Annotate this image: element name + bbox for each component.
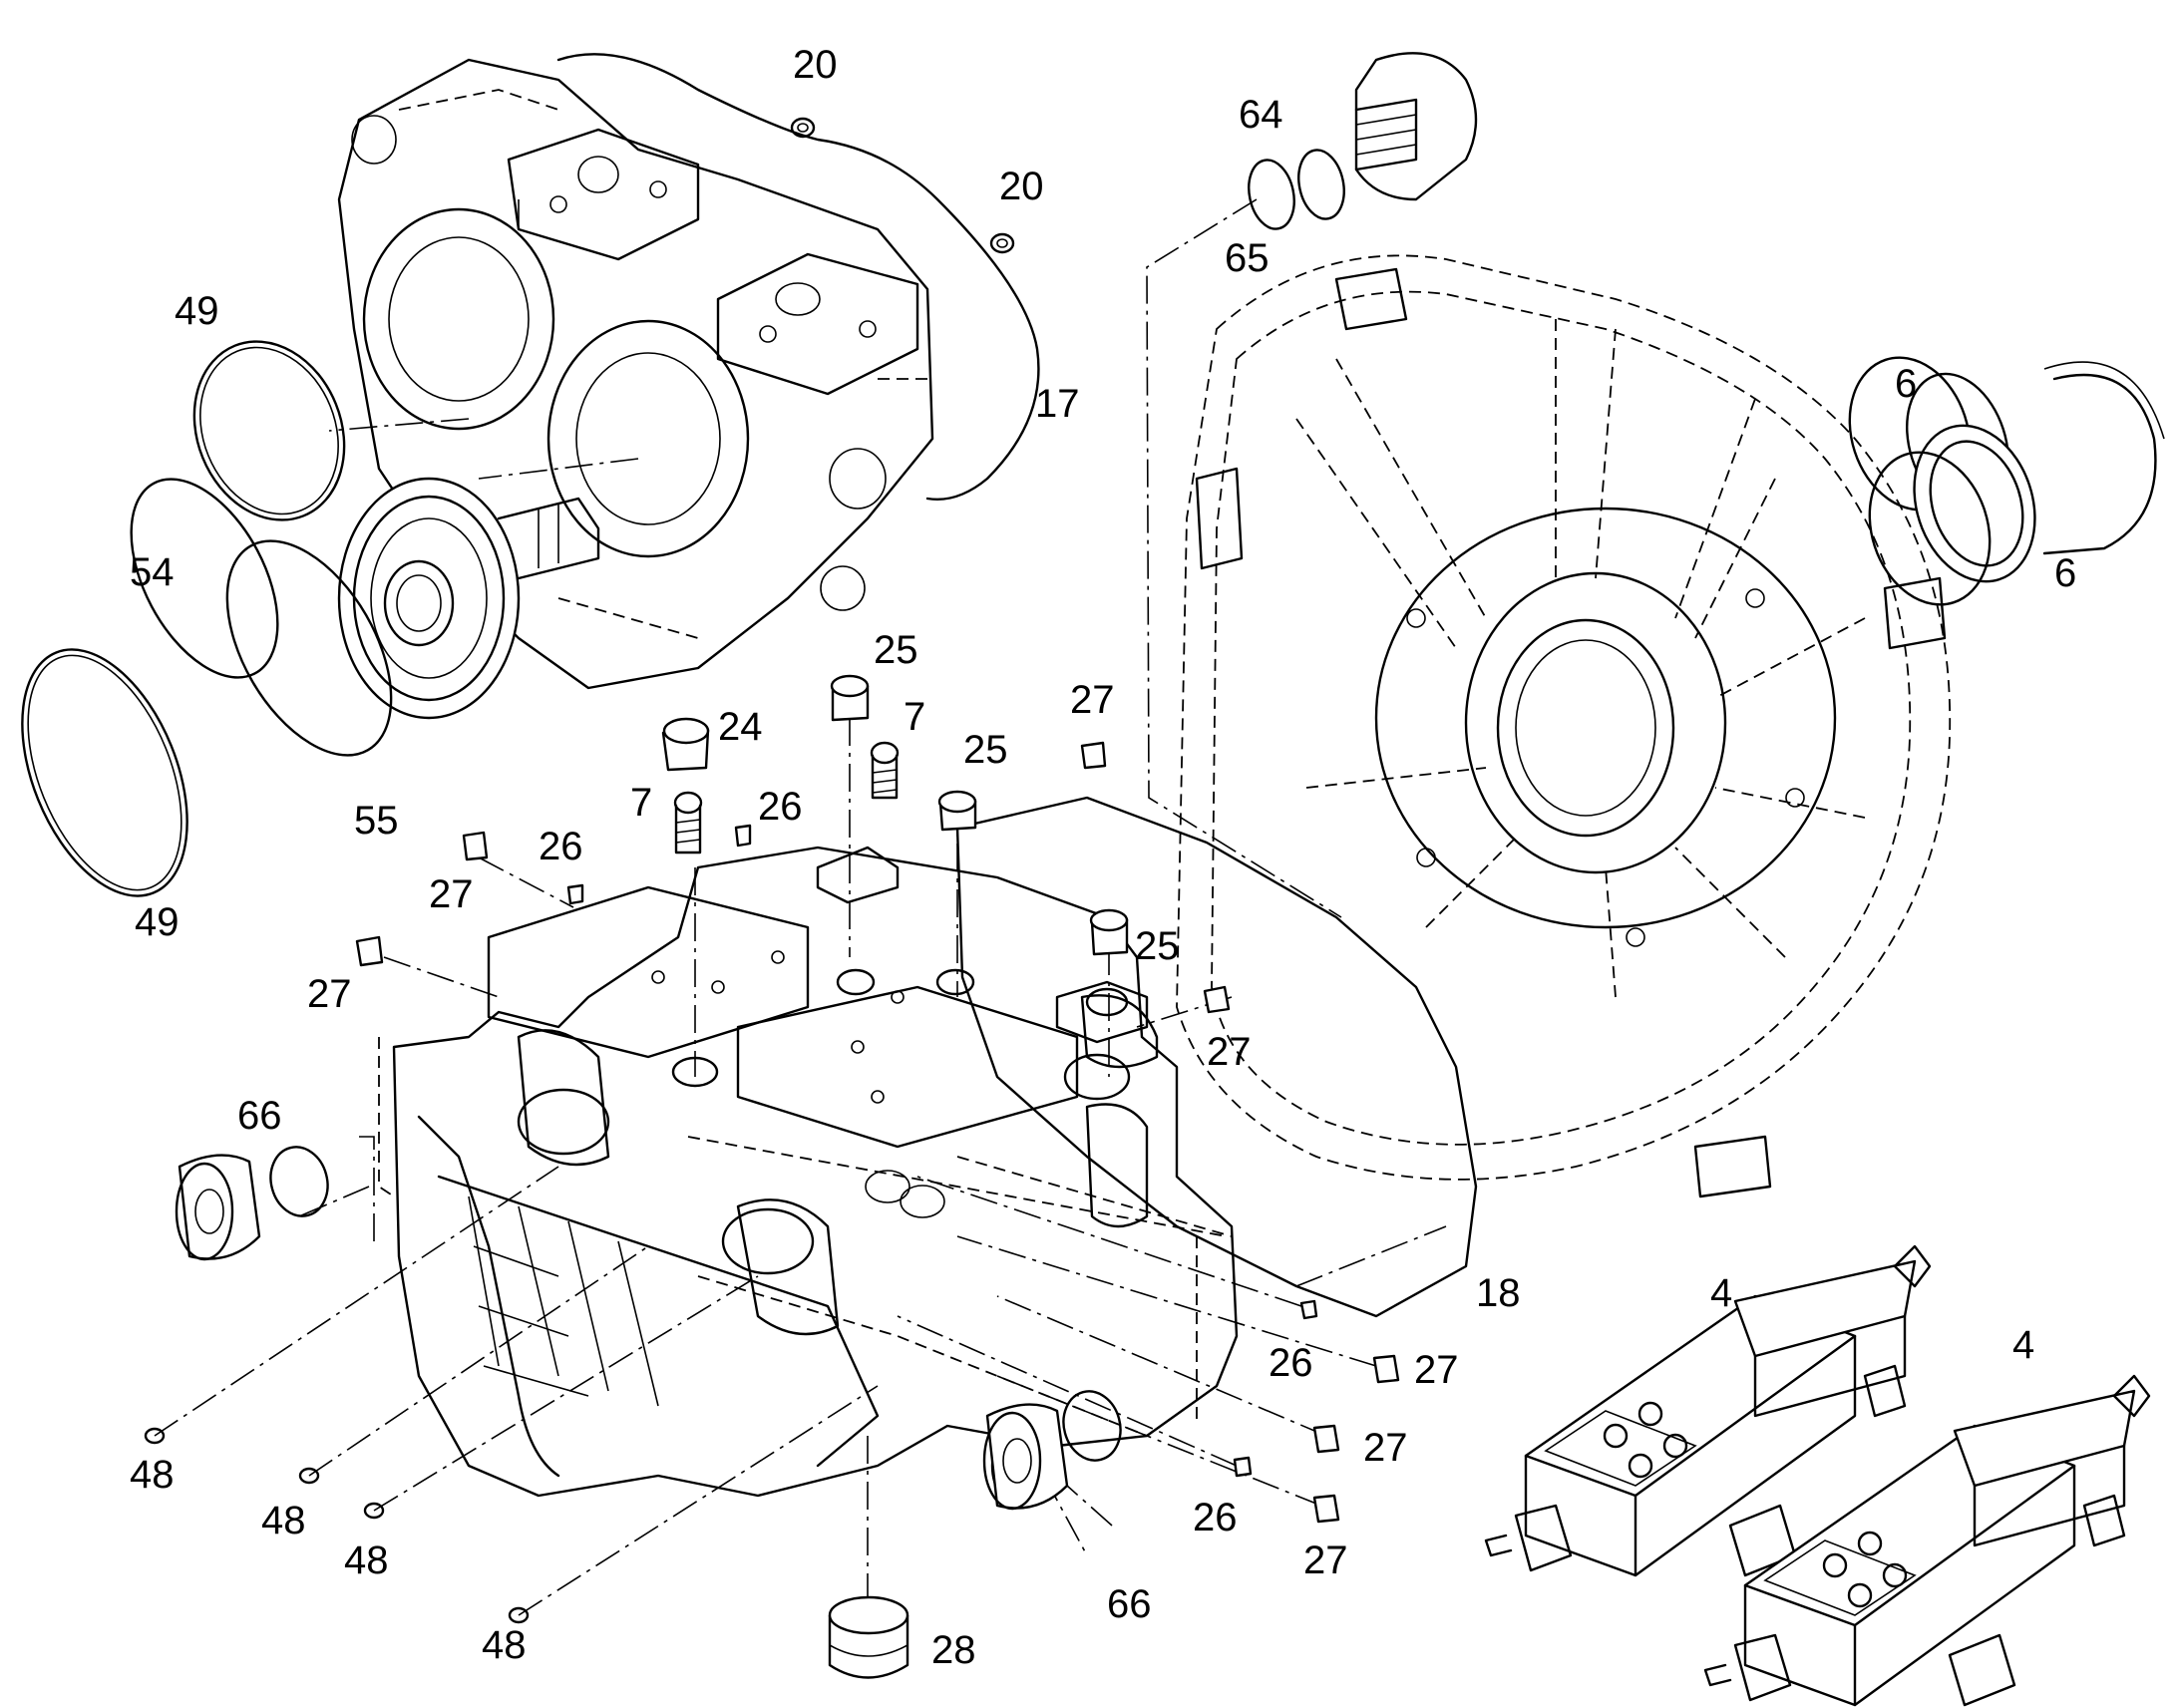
callout-20-right: 20 bbox=[999, 165, 1044, 208]
callout-64: 64 bbox=[1239, 93, 1283, 137]
coupling-66-right bbox=[982, 1390, 1122, 1511]
callout-55: 55 bbox=[354, 799, 399, 843]
rear-housing bbox=[337, 58, 934, 690]
callout-27-top: 27 bbox=[1070, 678, 1115, 722]
caps bbox=[661, 674, 1129, 956]
callout-27-right-middle: 27 bbox=[1363, 1426, 1408, 1470]
check-valves-7 bbox=[673, 741, 900, 854]
plug-64 bbox=[1248, 52, 1478, 230]
callout-48-1: 48 bbox=[130, 1453, 175, 1497]
gasket-17 bbox=[556, 53, 1040, 501]
plug-28 bbox=[828, 1595, 909, 1679]
callout-26-upper: 26 bbox=[758, 785, 803, 829]
callout-26-right-lower: 26 bbox=[1193, 1496, 1238, 1539]
callout-27-middle: 27 bbox=[1207, 1030, 1252, 1074]
callout-6-upper: 6 bbox=[1895, 362, 1917, 406]
callout-48-2: 48 bbox=[261, 1499, 306, 1542]
seals-20 bbox=[790, 117, 1015, 254]
callout-49-lower: 49 bbox=[135, 900, 180, 944]
callout-65: 65 bbox=[1225, 236, 1270, 280]
callout-6-lower: 6 bbox=[2054, 551, 2076, 595]
callout-24: 24 bbox=[718, 705, 763, 749]
callout-66-left: 66 bbox=[237, 1094, 282, 1138]
callout-17: 17 bbox=[1035, 382, 1080, 426]
screw-plugs bbox=[355, 741, 1400, 1524]
callout-48-4: 48 bbox=[482, 1623, 527, 1667]
callout-labels: 20 20 64 65 49 17 6 6 54 55 49 25 24 7 7… bbox=[130, 43, 2076, 1672]
callout-27-right-upper: 27 bbox=[1414, 1348, 1459, 1392]
callout-7-left: 7 bbox=[630, 781, 652, 825]
coupling-66-left bbox=[175, 1146, 329, 1261]
callout-4-lower: 4 bbox=[2012, 1323, 2034, 1367]
callout-18: 18 bbox=[1476, 1271, 1521, 1315]
o-rings-left bbox=[21, 340, 393, 897]
callout-66-right: 66 bbox=[1107, 1582, 1152, 1626]
callout-27-right-lower: 27 bbox=[1303, 1538, 1348, 1582]
solenoid-valve-4b bbox=[1703, 1374, 2151, 1707]
callout-25-middle: 25 bbox=[963, 728, 1008, 772]
callout-20-top: 20 bbox=[793, 43, 838, 87]
callout-4-upper: 4 bbox=[1710, 1271, 1732, 1315]
callout-25-top: 25 bbox=[874, 628, 918, 672]
solenoid-valve-4a bbox=[1484, 1244, 1932, 1577]
callout-27-left-upper: 27 bbox=[429, 872, 474, 916]
callout-26-right-upper: 26 bbox=[1269, 1341, 1313, 1385]
callout-27-left-lower: 27 bbox=[307, 972, 352, 1016]
gasket-18 bbox=[955, 796, 1478, 1318]
callout-48-3: 48 bbox=[344, 1538, 389, 1582]
shaft-seal-6 bbox=[1848, 356, 2165, 606]
leader-lines bbox=[154, 198, 1447, 1616]
callout-7-right: 7 bbox=[904, 695, 925, 739]
callout-26-left: 26 bbox=[539, 825, 583, 868]
callout-49-upper: 49 bbox=[175, 289, 219, 333]
callout-54: 54 bbox=[130, 550, 175, 594]
washers-48 bbox=[144, 1427, 530, 1624]
main-housing bbox=[378, 846, 1239, 1510]
flywheel-housing bbox=[1176, 254, 1952, 1198]
callout-25-lower: 25 bbox=[1135, 924, 1180, 968]
callout-28: 28 bbox=[931, 1628, 976, 1672]
